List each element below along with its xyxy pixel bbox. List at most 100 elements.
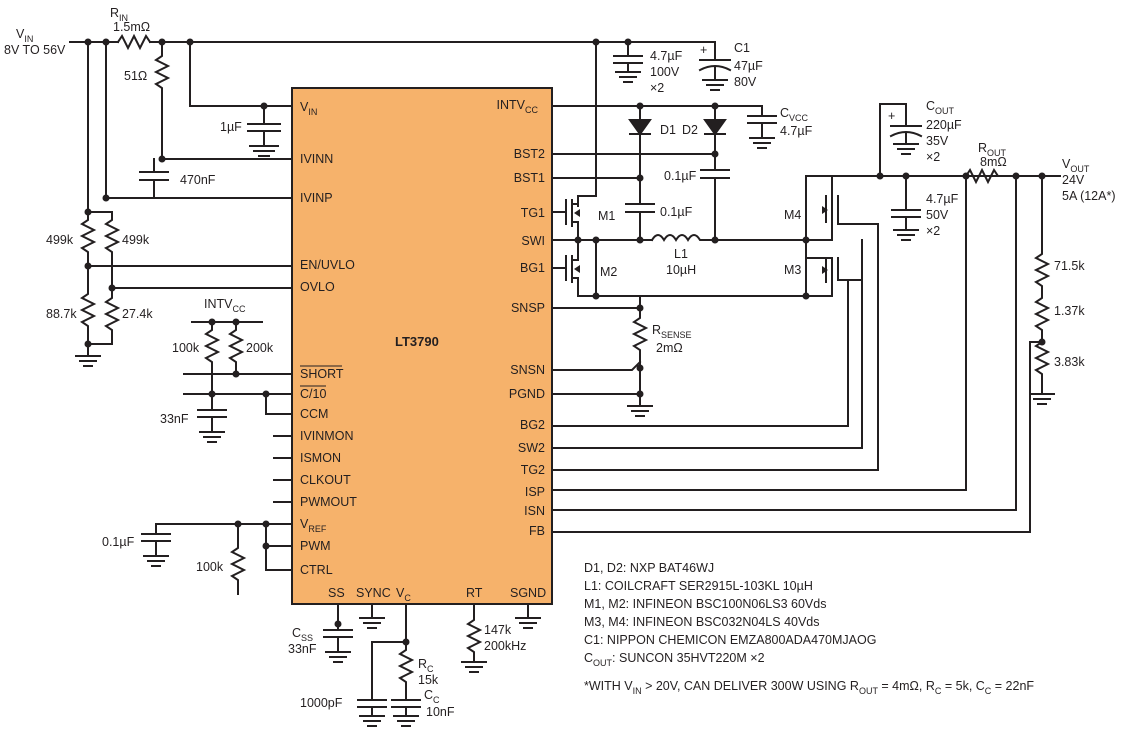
c1000p-cap (357, 641, 407, 727)
bg2-wire (551, 279, 849, 427)
r383-value: 3.83k (1054, 355, 1085, 369)
rout-value: 8mΩ (980, 155, 1007, 169)
fb-wire (551, 341, 1043, 533)
rout-resistor (964, 167, 1017, 185)
m4-mosfet (805, 175, 833, 241)
cout-count: ×2 (926, 150, 940, 164)
note-4: M3, M4: INFINEON BSC032N04LS 40Vds (584, 615, 820, 629)
pin-snsn: SNSN (510, 363, 545, 377)
m3-mosfet (805, 257, 833, 297)
rc-label: RC (418, 657, 434, 674)
pgnd-wire (551, 393, 653, 417)
m3-m4-gates (837, 195, 879, 281)
fb-divider (1029, 175, 1055, 405)
vin-label: VIN (16, 27, 33, 44)
cvcc-label: CVCC (780, 106, 809, 123)
r499a-value: 499k (46, 233, 74, 247)
component-notes: D1, D2: NXP BAT46WJ L1: COILCRAFT SER291… (584, 561, 1034, 696)
pin-sync: SYNC (356, 586, 391, 600)
pin-vin: VIN (300, 100, 317, 117)
ic-name: LT3790 (395, 334, 439, 349)
cout-label: COUT (926, 99, 955, 116)
sync-ground-icon (359, 603, 385, 629)
m1-mosfet (551, 199, 579, 241)
pin-short: SHORT (300, 367, 344, 381)
c01u-vref-cap (141, 523, 171, 567)
pin-ismon: ISMON (300, 451, 341, 465)
tg2-wire (551, 223, 879, 471)
r51-value: 51Ω (124, 69, 147, 83)
pin-sw2: SW2 (518, 441, 545, 455)
cvcc-value: 4.7µF (780, 124, 813, 138)
css-value: 33nF (288, 642, 317, 656)
vin-pin-wire (189, 41, 293, 107)
ic-body (291, 87, 553, 605)
pin-vc: VC (396, 586, 411, 603)
c1-value: 47µF (734, 59, 763, 73)
c01u-vref-value: 0.1µF (102, 535, 135, 549)
m2-label: M2 (600, 265, 617, 279)
rt-value: 147k (484, 623, 512, 637)
pin-clkout: CLKOUT (300, 473, 351, 487)
r137-value: 1.37k (1054, 304, 1085, 318)
r499b-resistor (87, 211, 121, 289)
pin-isp: ISP (525, 485, 545, 499)
sw2-wire (551, 239, 863, 449)
pin-ivinmon: IVINMON (300, 429, 353, 443)
pin-ctrl: CTRL (300, 563, 333, 577)
cout-value: 220µF (926, 118, 962, 132)
pin-isn: ISN (524, 504, 545, 518)
rout-label: ROUT (978, 141, 1007, 158)
intvcc-ref-label: INTVCC (204, 297, 246, 314)
right-pins: INTVCC BST2 BST1 TG1 SWI BG1 SNSP SNSN P… (497, 98, 546, 538)
nc-stubs (273, 435, 293, 503)
cc-label: CC (424, 688, 440, 705)
cin-rating: 100V (650, 65, 680, 79)
r200k-value: 200k (246, 341, 274, 355)
c33n-a-value: 33nF (160, 412, 189, 426)
left-pins: VIN IVINN IVINP EN/UVLO OVLO SHORT C/10 … (300, 100, 357, 577)
note-2: L1: COILCRAFT SER2915L-103KL 10µH (584, 579, 813, 593)
m1-drain-wire (577, 41, 597, 207)
c470n-cap (139, 158, 169, 199)
isp-wire (551, 175, 967, 491)
c1u-value: 1µF (220, 120, 242, 134)
cin-count: ×2 (650, 81, 664, 95)
l1-label: L1 (674, 247, 688, 261)
css-cap (323, 623, 353, 663)
c1u-cap (247, 105, 281, 157)
intvcc-wire (551, 105, 777, 149)
pin-ivinp: IVINP (300, 191, 333, 205)
note-5: C1: NIPPON CHEMICON EMZA800ADA470MJAOG (584, 633, 876, 647)
c1-label: C1 (734, 41, 750, 55)
cbst2-value: 0.1µF (664, 169, 697, 183)
pin-swi: SWI (521, 234, 545, 248)
m4-label: M4 (784, 208, 801, 222)
note-1: D1, D2: NXP BAT46WJ (584, 561, 714, 575)
r100k-b-resistor (229, 523, 247, 595)
d2-label: D2 (682, 123, 698, 137)
r200k-resistor (227, 321, 245, 375)
r715-value: 71.5k (1054, 259, 1085, 273)
c1-rating: 80V (734, 75, 757, 89)
cout2-cap (891, 175, 921, 241)
pin-rt: RT (466, 586, 483, 600)
snsn-wire (551, 360, 642, 371)
pin-bg1: BG1 (520, 261, 545, 275)
pin-pgnd: PGND (509, 387, 545, 401)
d1-diode (628, 105, 652, 179)
pin-c10: C/10 (300, 387, 326, 401)
c33n-a-cap (197, 393, 227, 443)
vout-current: 5A (12A*) (1062, 189, 1116, 203)
pin-bst1: BST1 (514, 171, 545, 185)
cout2-rating: 50V (926, 208, 949, 222)
pin-snsp: SNSP (511, 301, 545, 315)
m2-mosfet (551, 239, 833, 297)
c1-cap (698, 41, 732, 91)
pin-ivinn: IVINN (300, 152, 333, 166)
vin-range: 8V TO 56V (4, 43, 66, 57)
pin-bst2: BST2 (514, 147, 545, 161)
pin-intvcc: INTVCC (497, 98, 539, 115)
d1-label: D1 (660, 123, 676, 137)
pin-pwm: PWM (300, 539, 331, 553)
